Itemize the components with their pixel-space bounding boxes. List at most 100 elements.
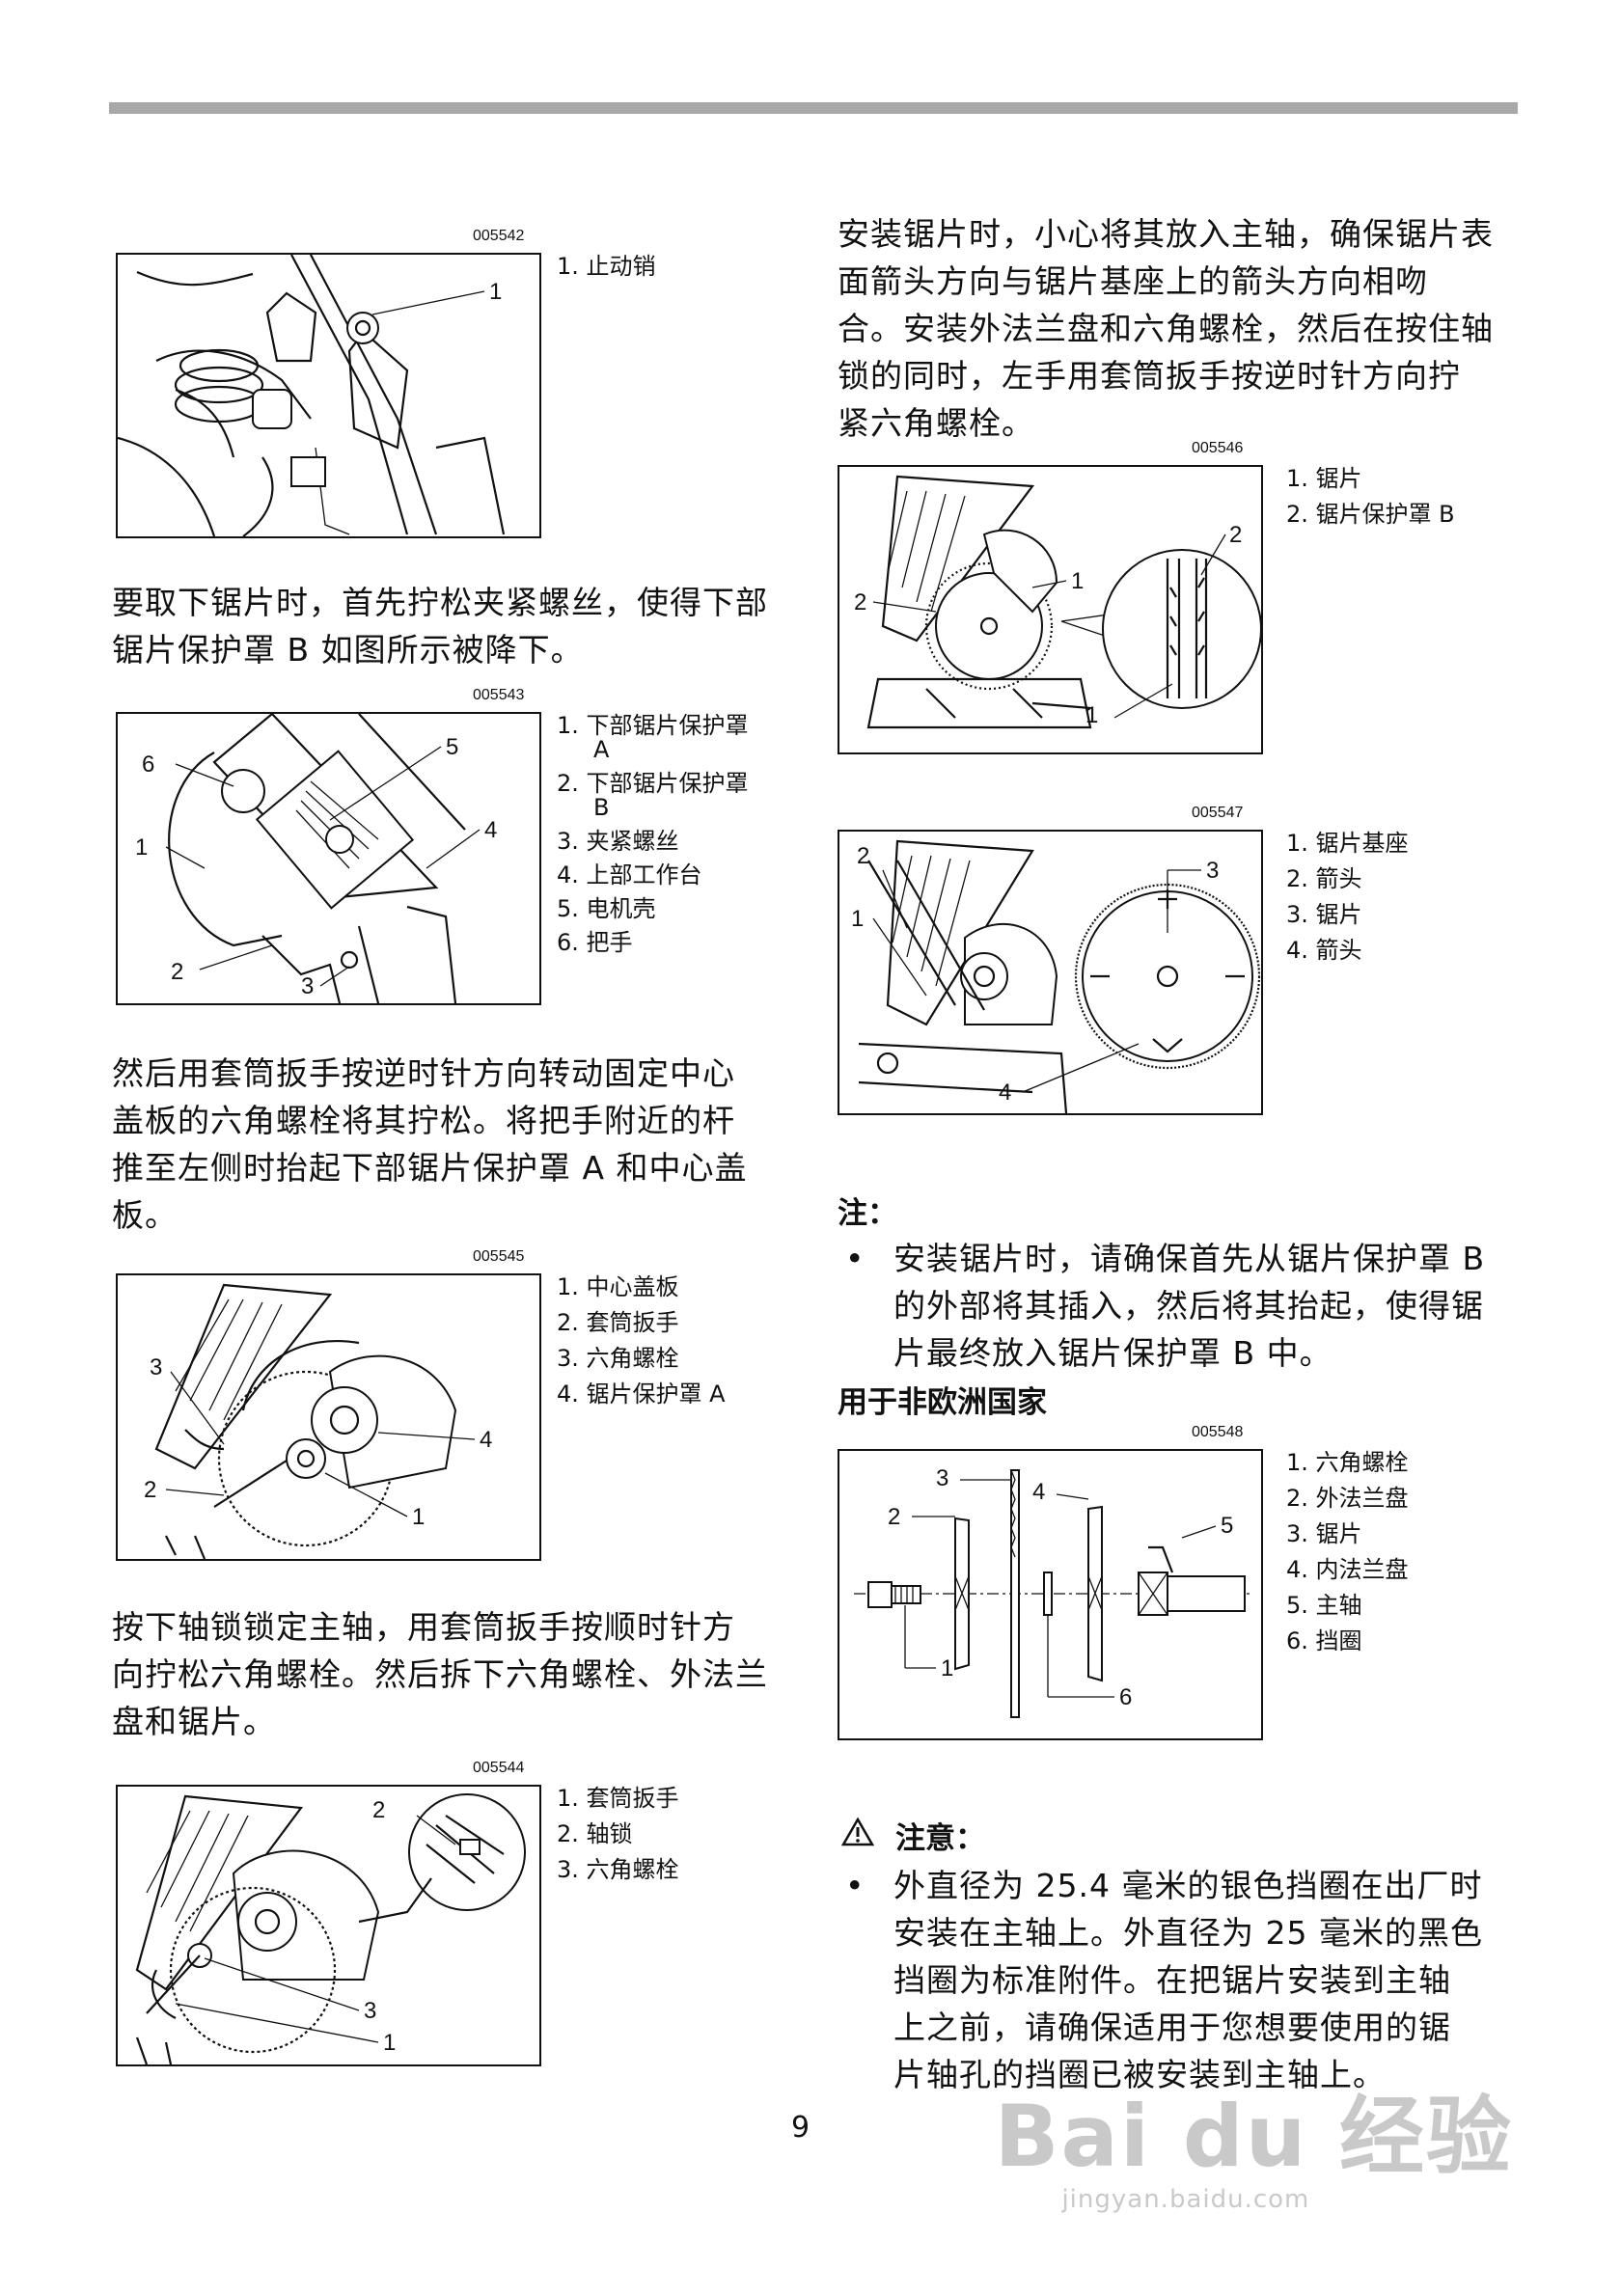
callout-3: 3 bbox=[301, 973, 314, 999]
text-line: 按下轴锁锁定主轴，用套筒扳手按顺时针方 bbox=[112, 1608, 735, 1646]
legend-fig1: 1. 止动销 bbox=[557, 249, 656, 285]
legend-item: 1. 六角螺栓 bbox=[1286, 1449, 1409, 1476]
legend-item: 2. 套筒扳手 bbox=[557, 1309, 679, 1336]
callout-3: 3 bbox=[936, 1465, 948, 1491]
paragraph: 按下轴锁锁定主轴，用套筒扳手按顺时针方 向拧松六角螺栓。然后拆下六角螺栓、外法兰… bbox=[112, 1603, 768, 1745]
text-line: 板。 bbox=[112, 1196, 178, 1234]
legend-item: 4. 上部工作台 bbox=[557, 861, 702, 888]
figure-code: 005543 bbox=[473, 687, 525, 703]
center-cover-illustration: 3 2 4 1 bbox=[144, 1283, 492, 1559]
callout-4: 4 bbox=[999, 1080, 1011, 1106]
legend-item: 2. 下部锯片保护罩 bbox=[557, 770, 749, 797]
callout-2: 2 bbox=[372, 1797, 385, 1823]
legend-fig3: 1. 中心盖板 2. 套筒扳手 3. 六角螺栓 4. 锯片保护罩 A bbox=[557, 1270, 726, 1412]
legend-item: A bbox=[593, 736, 610, 763]
legend-item: 1. 下部锯片保护罩 bbox=[557, 712, 749, 739]
legend-item: 3. 六角螺栓 bbox=[557, 1856, 679, 1883]
figure-blade-arrows: 3 2 1 4 bbox=[838, 830, 1263, 1115]
callout-1: 1 bbox=[1085, 702, 1098, 728]
figure-code: 005548 bbox=[1192, 1424, 1244, 1440]
callout-4: 4 bbox=[480, 1427, 492, 1453]
blade-arrows-illustration: 3 2 1 4 bbox=[851, 839, 1261, 1113]
figure-flange-exploded: 1 2 3 4 5 6 bbox=[838, 1449, 1263, 1740]
figure-code: 005544 bbox=[473, 1760, 525, 1776]
watermark: Bai du 经验 jingyan.baidu.com bbox=[994, 2068, 1513, 2214]
legend-item: 4. 锯片保护罩 A bbox=[557, 1380, 726, 1408]
callout-4: 4 bbox=[484, 817, 497, 843]
shaft-lock-illustration: 2 3 1 bbox=[135, 1793, 526, 2064]
legend-item: 3. 锯片 bbox=[1286, 1520, 1362, 1547]
non-eu-heading: 用于非欧洲国家 bbox=[838, 1385, 1047, 1420]
callout-3: 3 bbox=[150, 1354, 162, 1380]
lower-guard-illustration: 6 5 4 1 2 3 bbox=[135, 714, 497, 1003]
legend-item: 2. 锯片保护罩 B bbox=[1286, 501, 1455, 528]
callout-2: 2 bbox=[854, 589, 866, 615]
note-heading: 注： bbox=[838, 1196, 897, 1231]
note-text: 安装锯片时，请确保首先从锯片保护罩 B 的外部将其插入，然后将其抬起，使得锯 片… bbox=[893, 1235, 1485, 1377]
text-line: 上之前，请确保适用于您想要使用的锯 bbox=[893, 2009, 1451, 2046]
legend-item: 5. 电机壳 bbox=[557, 895, 656, 922]
page-number: 9 bbox=[791, 2111, 810, 2145]
legend-item: 2. 箭头 bbox=[1286, 865, 1362, 892]
blade-install-illustration: 2 2 1 1 bbox=[854, 475, 1261, 729]
text-line: 挡圈为标准附件。在把锯片安装到主轴 bbox=[893, 1961, 1451, 1999]
legend-item: 2. 外法兰盘 bbox=[1286, 1485, 1409, 1512]
legend-fig5: 1. 锯片 2. 锯片保护罩 B bbox=[1286, 461, 1455, 533]
figure-center-cover: 3 2 4 1 bbox=[116, 1273, 541, 1561]
caution-bullet: • 外直径为 25.4 毫米的银色挡圈在出厂时 安装在主轴上。外直径为 25 毫… bbox=[838, 1862, 1483, 2098]
text-line: 然后用套筒扳手按逆时针方向转动固定中心 bbox=[112, 1054, 735, 1092]
text-line: 推至左侧时抬起下部锯片保护罩 A 和中心盖 bbox=[112, 1149, 748, 1187]
text-line: 安装锯片时，小心将其放入主轴，确保锯片表 bbox=[838, 215, 1494, 253]
header-rule bbox=[109, 102, 1518, 114]
bullet-dot: • bbox=[845, 1867, 865, 1904]
legend-item: 4. 内法兰盘 bbox=[1286, 1556, 1409, 1583]
legend-item: 5. 主轴 bbox=[1286, 1592, 1362, 1619]
figure-code: 005546 bbox=[1192, 440, 1244, 456]
legend-fig4: 1. 套筒扳手 2. 轴锁 3. 六角螺栓 bbox=[557, 1781, 679, 1888]
callout-1: 1 bbox=[135, 834, 148, 861]
text-line: 锁的同时，左手用套筒扳手按逆时针方向拧 bbox=[838, 357, 1461, 395]
caution-heading: 注意： bbox=[895, 1821, 985, 1856]
callout-1: 1 bbox=[851, 906, 864, 932]
legend-item: 4. 箭头 bbox=[1286, 937, 1362, 964]
legend-item: 3. 六角螺栓 bbox=[557, 1345, 679, 1372]
text-line: 面箭头方向与锯片基座上的箭头方向相吻 bbox=[838, 262, 1428, 300]
legend-item: 1. 锯片基座 bbox=[1286, 830, 1409, 857]
text-line: 安装锯片时，请确保首先从锯片保护罩 B bbox=[893, 1240, 1486, 1277]
callout-6: 6 bbox=[142, 752, 154, 778]
callout-2: 2 bbox=[171, 959, 183, 985]
paragraph: 然后用套筒扳手按逆时针方向转动固定中心 盖板的六角螺栓将其拧松。将把手附近的杆 … bbox=[112, 1050, 748, 1239]
callout-6: 6 bbox=[1119, 1684, 1132, 1710]
figure-stop-pin: 1 bbox=[116, 253, 541, 538]
figure-code: 005542 bbox=[473, 228, 525, 244]
text-line: 外直径为 25.4 毫米的银色挡圈在出厂时 bbox=[893, 1867, 1483, 1904]
callout-2: 2 bbox=[857, 843, 869, 869]
text-line: 锯片保护罩 B 如图所示被降下。 bbox=[112, 631, 584, 669]
callout-5: 5 bbox=[1221, 1513, 1233, 1539]
text-line: 片轴孔的挡圈已被安装到主轴上。 bbox=[893, 2056, 1386, 2093]
legend-fig6: 1. 锯片基座 2. 箭头 3. 锯片 4. 箭头 bbox=[1286, 826, 1409, 969]
flange-exploded-illustration: 1 2 3 4 5 6 bbox=[854, 1465, 1250, 1718]
legend-item: B bbox=[593, 794, 610, 821]
callout-1: 1 bbox=[1071, 568, 1084, 594]
callout-2: 2 bbox=[888, 1504, 900, 1530]
callout-5: 5 bbox=[446, 734, 458, 760]
figure-shaft-lock: 2 3 1 bbox=[116, 1785, 541, 2066]
text-line: 要取下锯片时，首先拧松夹紧螺丝，使得下部 bbox=[112, 584, 768, 621]
text-line: 的外部将其插入，然后将其抬起，使得锯 bbox=[893, 1287, 1484, 1325]
caution-text: 外直径为 25.4 毫米的银色挡圈在出厂时 安装在主轴上。外直径为 25 毫米的… bbox=[893, 1862, 1483, 2098]
legend-item: 1. 套筒扳手 bbox=[557, 1785, 679, 1812]
callout-2: 2 bbox=[1229, 522, 1242, 548]
paragraph: 要取下锯片时，首先拧松夹紧螺丝，使得下部 锯片保护罩 B 如图所示被降下。 bbox=[112, 579, 768, 673]
legend-item: 3. 夹紧螺丝 bbox=[557, 828, 679, 855]
legend-item: 1. 止动销 bbox=[557, 253, 656, 280]
legend-item: 2. 轴锁 bbox=[557, 1820, 633, 1847]
figure-blade-install: 2 2 1 1 bbox=[838, 465, 1263, 754]
callout-1: 1 bbox=[489, 279, 502, 305]
callout-1: 1 bbox=[412, 1504, 425, 1530]
figure-code: 005545 bbox=[473, 1248, 525, 1265]
figure-code: 005547 bbox=[1192, 805, 1244, 821]
legend-item: 1. 锯片 bbox=[1286, 465, 1362, 492]
callout-1: 1 bbox=[383, 2030, 396, 2056]
watermark-url: jingyan.baidu.com bbox=[1061, 2185, 1310, 2214]
